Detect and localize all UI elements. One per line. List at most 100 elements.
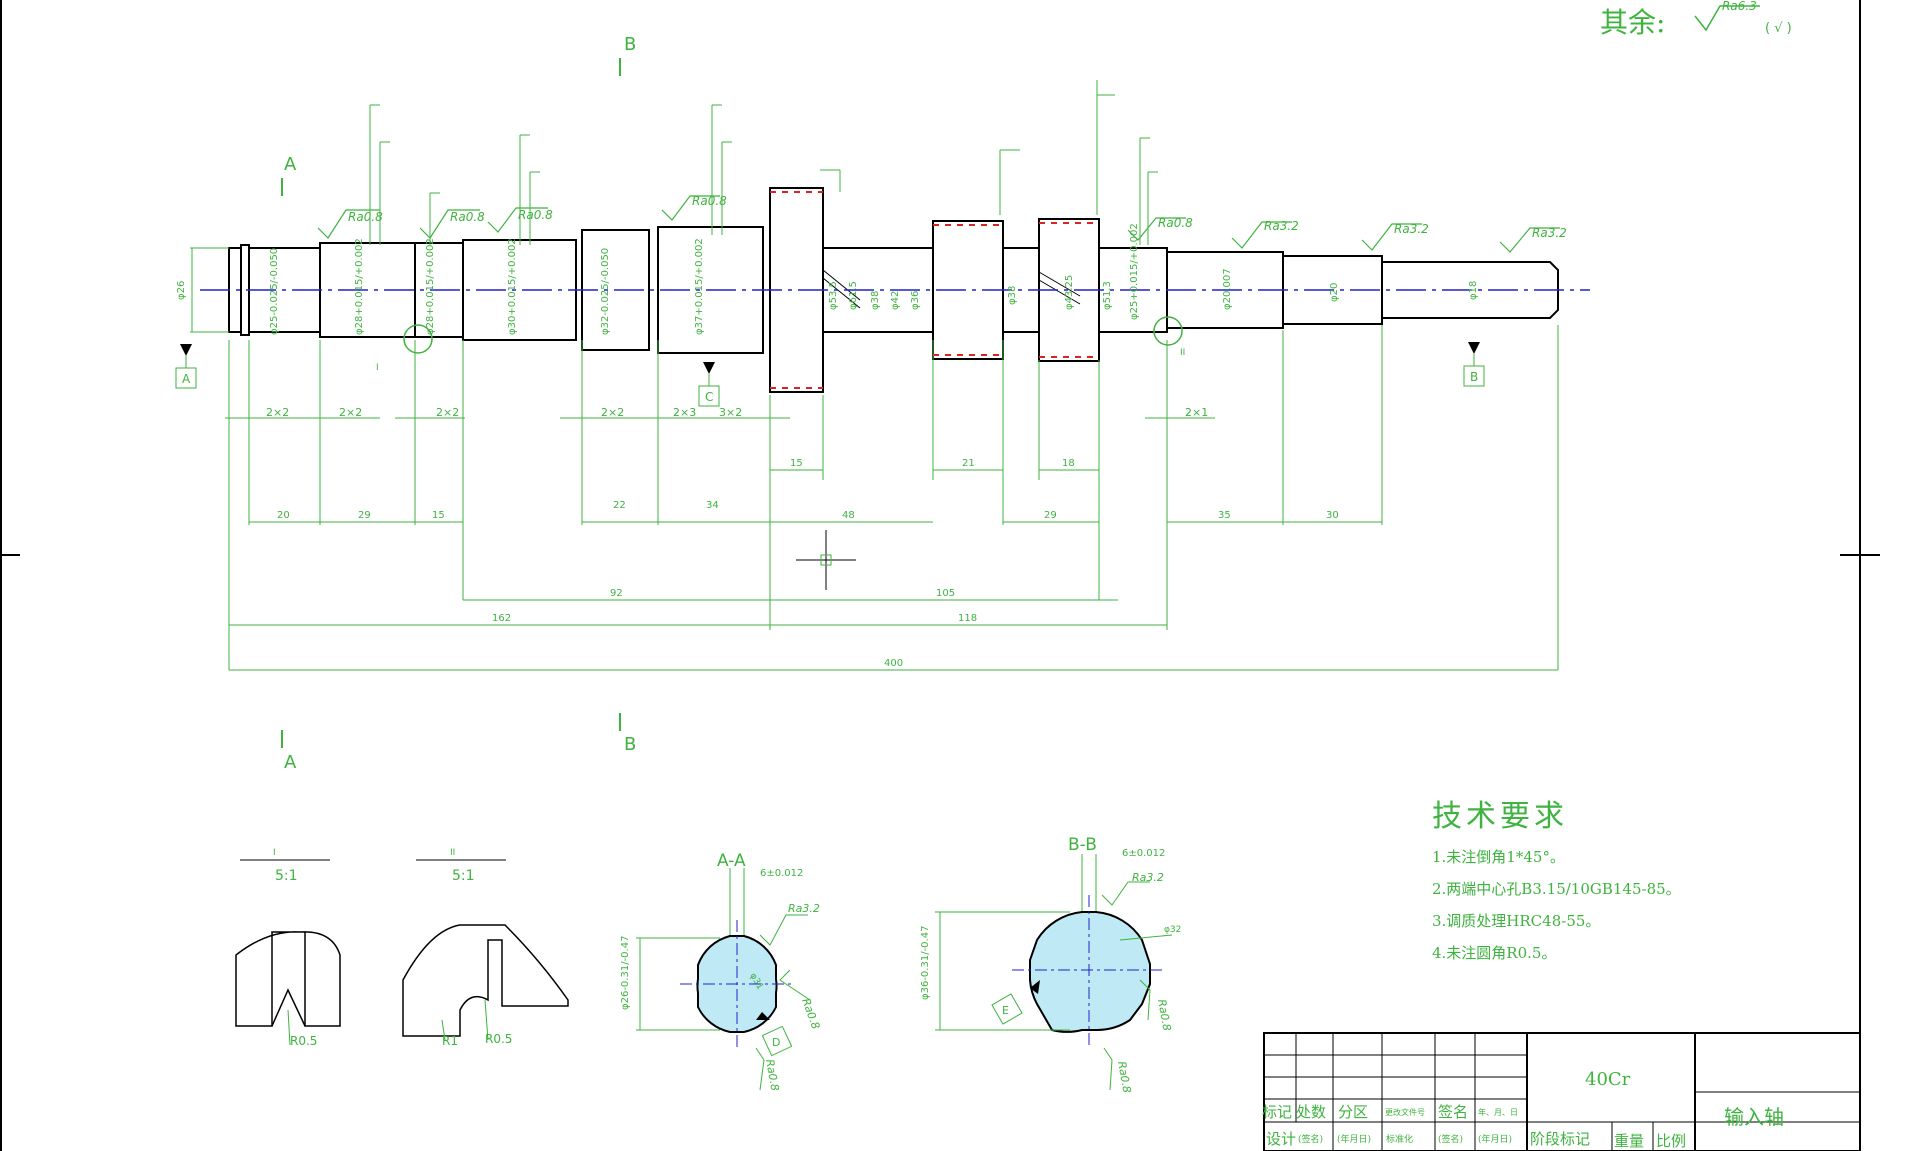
svg-text:2×1: 2×1 bbox=[1185, 406, 1208, 419]
svg-text:Ra0.8: Ra0.8 bbox=[692, 194, 727, 208]
dia-label: φ30+0.015/+0.002 bbox=[507, 238, 518, 335]
detail-circles bbox=[403, 316, 1183, 354]
svg-text:105: 105 bbox=[936, 588, 955, 599]
svg-text:2×3: 2×3 bbox=[673, 406, 696, 419]
svg-text:5:1: 5:1 bbox=[452, 868, 475, 884]
svg-text:20: 20 bbox=[277, 510, 290, 521]
dia-label: φ61.5 bbox=[848, 281, 859, 310]
dia-label: φ28+0.015/+0.002 bbox=[425, 238, 436, 335]
tech-item: 3.调质处理HRC48-55。 bbox=[1432, 912, 1600, 930]
svg-text:Ra0.8: Ra0.8 bbox=[1155, 998, 1173, 1032]
svg-text:更改文件号: 更改文件号 bbox=[1385, 1107, 1425, 1117]
svg-text:162: 162 bbox=[492, 613, 511, 624]
svg-text:30: 30 bbox=[1326, 510, 1339, 521]
surface-note-suffix: ( √ ) bbox=[1765, 21, 1792, 36]
title-block bbox=[1263, 1032, 1861, 1151]
datum-a: A bbox=[175, 344, 197, 389]
svg-text:R0.5: R0.5 bbox=[485, 1032, 512, 1046]
dia-label: φ20.007 bbox=[1222, 268, 1233, 310]
svg-text:15: 15 bbox=[790, 458, 803, 469]
section-mark-a-top: A bbox=[284, 154, 297, 175]
svg-text:φ36-0.31/-0.47: φ36-0.31/-0.47 bbox=[920, 926, 931, 1000]
svg-text:2×2: 2×2 bbox=[266, 406, 289, 419]
svg-text:标准化: 标准化 bbox=[1386, 1133, 1413, 1145]
surface-finish-note: 其余: Ra6.3 ( √ ) bbox=[1600, 0, 1792, 39]
svg-text:II: II bbox=[450, 848, 455, 858]
svg-text:处数: 处数 bbox=[1296, 1103, 1326, 1121]
detail-view-1: I 5:1 R0.5 bbox=[235, 848, 341, 1048]
svg-text:C: C bbox=[705, 390, 713, 404]
svg-text:18: 18 bbox=[1062, 458, 1075, 469]
dia-label: φ38 bbox=[1007, 286, 1018, 305]
roughness-symbols-top bbox=[317, 195, 1560, 253]
svg-text:6±0.012: 6±0.012 bbox=[1122, 848, 1165, 859]
svg-text:Ra0.8: Ra0.8 bbox=[348, 210, 383, 224]
dimension-lines bbox=[190, 80, 1559, 671]
svg-text:R1: R1 bbox=[442, 1034, 458, 1048]
detail-marker-2: II bbox=[1180, 348, 1185, 358]
svg-text:21: 21 bbox=[962, 458, 975, 469]
svg-text:D: D bbox=[772, 1036, 780, 1049]
dia-label: φ42 bbox=[890, 291, 901, 310]
svg-text:(签名): (签名) bbox=[1438, 1133, 1463, 1145]
svg-text:29: 29 bbox=[358, 510, 371, 521]
tech-title: 技术要求 bbox=[1432, 799, 1568, 834]
svg-text:3×2: 3×2 bbox=[719, 406, 742, 419]
diameter-labels: φ26 φ25-0.025/-0.050 φ28+0.015/+0.002 φ2… bbox=[176, 223, 1479, 335]
svg-text:2×2: 2×2 bbox=[601, 406, 624, 419]
svg-text:标记: 标记 bbox=[1262, 1103, 1292, 1121]
svg-text:Ra3.2: Ra3.2 bbox=[1132, 871, 1164, 884]
svg-text:Ra3.2: Ra3.2 bbox=[1532, 226, 1567, 240]
dia-label: φ32-0.025/-0.050 bbox=[600, 248, 611, 335]
svg-text:设计: 设计 bbox=[1266, 1130, 1296, 1148]
svg-text:R0.5: R0.5 bbox=[290, 1034, 317, 1048]
svg-text:比例: 比例 bbox=[1656, 1132, 1686, 1150]
svg-text:(年月日): (年月日) bbox=[1478, 1133, 1512, 1145]
section-mark-b-top: B bbox=[624, 34, 636, 55]
svg-text:(签名): (签名) bbox=[1298, 1133, 1323, 1145]
svg-text:2×2: 2×2 bbox=[339, 406, 362, 419]
svg-text:Ra0.8: Ra0.8 bbox=[1115, 1060, 1133, 1094]
dia-label: φ37+0.015/+0.002 bbox=[694, 238, 705, 335]
svg-text:15: 15 bbox=[432, 510, 445, 521]
dia-label: φ36 bbox=[910, 291, 921, 310]
svg-text:29: 29 bbox=[1044, 510, 1057, 521]
dia-label: φ28+0.015/+0.002 bbox=[354, 238, 365, 335]
title-block-text: 40Cr 输入轴 标记 处数 分区 更改文件号 签名 年、月、日 设计 (签名)… bbox=[1262, 1069, 1784, 1150]
svg-text:34: 34 bbox=[706, 500, 719, 511]
svg-text:Ra3.2: Ra3.2 bbox=[1394, 222, 1429, 236]
dia-label: φ26 bbox=[176, 281, 187, 300]
cursor-crosshair bbox=[796, 530, 856, 590]
svg-text:35: 35 bbox=[1218, 510, 1231, 521]
svg-text:92: 92 bbox=[610, 588, 623, 599]
dimension-values: 15 21 18 20 29 15 22 34 48 29 35 30 92 1… bbox=[277, 458, 1339, 669]
svg-text:22: 22 bbox=[613, 500, 626, 511]
svg-text:分区: 分区 bbox=[1338, 1103, 1368, 1121]
svg-text:Ra0.8: Ra0.8 bbox=[518, 208, 553, 222]
tech-item: 2.两端中心孔B3.15/10GB145-85。 bbox=[1432, 880, 1681, 898]
svg-text:E: E bbox=[1002, 1004, 1009, 1017]
svg-text:阶段标记: 阶段标记 bbox=[1530, 1130, 1590, 1148]
svg-text:(年月日): (年月日) bbox=[1337, 1133, 1371, 1145]
dia-label: φ53.5 bbox=[828, 281, 839, 310]
dia-label: φ38 bbox=[870, 291, 881, 310]
svg-text:签名: 签名 bbox=[1438, 1103, 1468, 1121]
svg-text:φ32: φ32 bbox=[1164, 925, 1181, 935]
svg-text:Ra0.8: Ra0.8 bbox=[450, 210, 485, 224]
section-mark-a-bottom: A bbox=[284, 752, 297, 773]
svg-text:重量: 重量 bbox=[1614, 1132, 1644, 1150]
svg-text:φ26-0.31/-0.47: φ26-0.31/-0.47 bbox=[620, 936, 631, 1010]
section-marks bbox=[281, 58, 621, 748]
svg-text:Ra0.8: Ra0.8 bbox=[763, 1058, 781, 1092]
svg-text:A-A: A-A bbox=[717, 851, 746, 871]
tech-item: 4.未注圆角R0.5。 bbox=[1432, 944, 1556, 962]
gear-tip-marks bbox=[770, 191, 1099, 389]
dia-label: φ25-0.025/-0.050 bbox=[269, 248, 280, 335]
technical-requirements: 技术要求 1.未注倒角1*45°。 2.两端中心孔B3.15/10GB145-8… bbox=[1432, 799, 1681, 962]
svg-text:6±0.012: 6±0.012 bbox=[760, 868, 803, 879]
svg-text:Ra0.8: Ra0.8 bbox=[1158, 216, 1193, 230]
material: 40Cr bbox=[1585, 1069, 1631, 1090]
datum-b: B bbox=[1463, 342, 1485, 387]
surface-note-ra: Ra6.3 bbox=[1722, 0, 1757, 13]
